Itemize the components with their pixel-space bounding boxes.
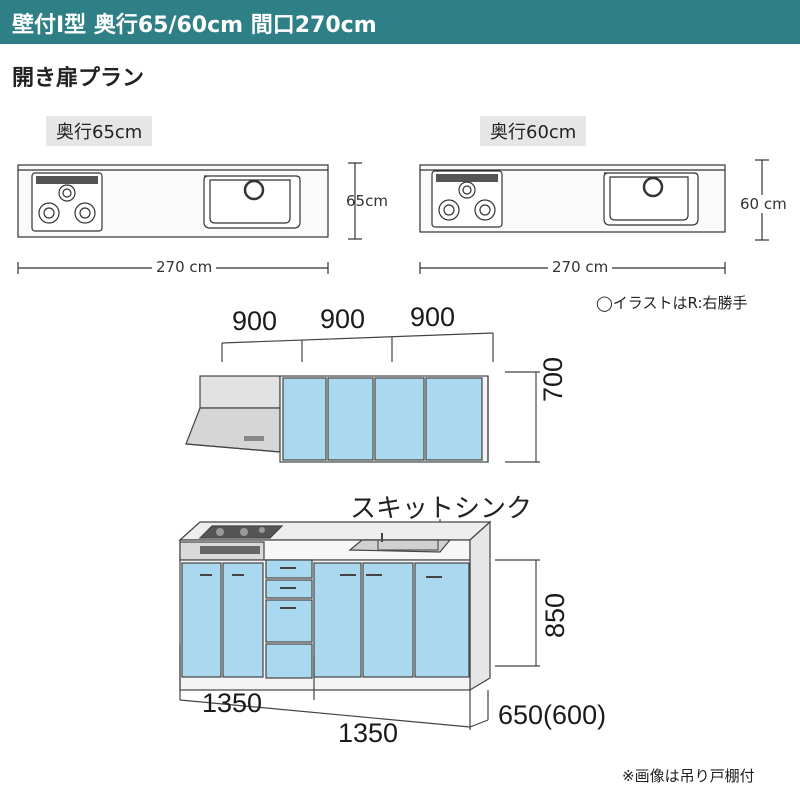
base-height-label: 850: [540, 592, 570, 638]
wall-width-1: 900: [232, 306, 278, 336]
plan-left-drawing: [17, 162, 362, 274]
header-bar: 壁付I型 奥行65/60cm 間口270cm: [0, 0, 800, 44]
footnote: ※画像は吊り戸棚付: [622, 767, 755, 785]
plan-right-tag: 奥行60cm: [480, 116, 587, 146]
base-right-width-label: 1350: [338, 718, 399, 748]
base-cabinet-drawing: [178, 519, 540, 730]
wall-height-label: 700: [538, 356, 568, 402]
wall-width-2: 900: [320, 304, 366, 334]
wall-cabinet-drawing: [185, 332, 540, 463]
sink-label: スキットシンク: [350, 494, 533, 524]
plan-left-depth-label: 65cm: [346, 192, 388, 210]
header-title: 壁付I型 奥行65/60cm 間口270cm: [12, 13, 377, 38]
plan-subtitle: 開き扉プラン: [12, 66, 145, 91]
base-left-width-label: 1350: [202, 688, 263, 718]
plan-right-width-label: 270 cm: [548, 258, 613, 276]
illustration-note: ◯イラストはR:右勝手: [596, 294, 748, 312]
base-depth-label: 650(600): [498, 700, 607, 730]
plan-left-tag: 奥行65cm: [46, 116, 153, 146]
plan-left-width-label: 270 cm: [152, 258, 217, 276]
plan-right-depth-label: 60 cm: [740, 195, 787, 213]
plan-right-drawing: [419, 159, 769, 274]
wall-width-3: 900: [410, 302, 456, 332]
